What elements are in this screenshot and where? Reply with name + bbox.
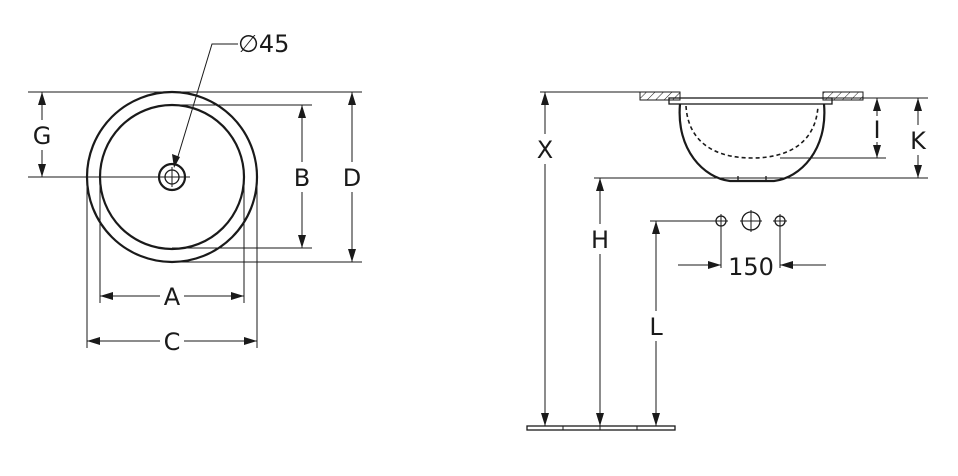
- dimension-k: K: [905, 98, 931, 178]
- label-k: K: [910, 127, 927, 155]
- label-x: X: [537, 136, 553, 164]
- dimension-b: B: [290, 105, 314, 248]
- label-b: B: [294, 164, 310, 192]
- label-c: C: [164, 328, 181, 356]
- label-a: A: [164, 283, 181, 311]
- dimension-x: X: [532, 92, 558, 426]
- dimension-150: 150: [678, 253, 826, 281]
- label-g: G: [33, 122, 52, 150]
- countertop-right: [822, 91, 864, 101]
- side-view: 150 X H L: [526, 91, 931, 431]
- label-drain-diameter: ∅45: [238, 30, 289, 58]
- label-tap-spacing: 150: [728, 253, 774, 281]
- label-l: L: [649, 313, 663, 341]
- top-view: G B D A: [28, 30, 364, 356]
- dimension-a: A: [100, 282, 244, 311]
- label-h: H: [591, 226, 609, 254]
- basin-rim: [668, 97, 833, 105]
- dimension-l: L: [643, 221, 669, 426]
- dimension-g: G: [30, 92, 54, 177]
- dimension-c: C: [87, 327, 257, 356]
- tap-holes: [714, 210, 787, 268]
- label-i: I: [873, 116, 880, 144]
- dimension-i: I: [867, 98, 887, 158]
- floor: [526, 425, 676, 431]
- dimension-d: D: [340, 92, 364, 262]
- label-d: D: [343, 164, 361, 192]
- countertop-left: [639, 91, 681, 101]
- basin-inner-dashed: [685, 105, 819, 159]
- dimension-h: H: [587, 178, 613, 426]
- drain-leader: ∅45: [172, 30, 289, 168]
